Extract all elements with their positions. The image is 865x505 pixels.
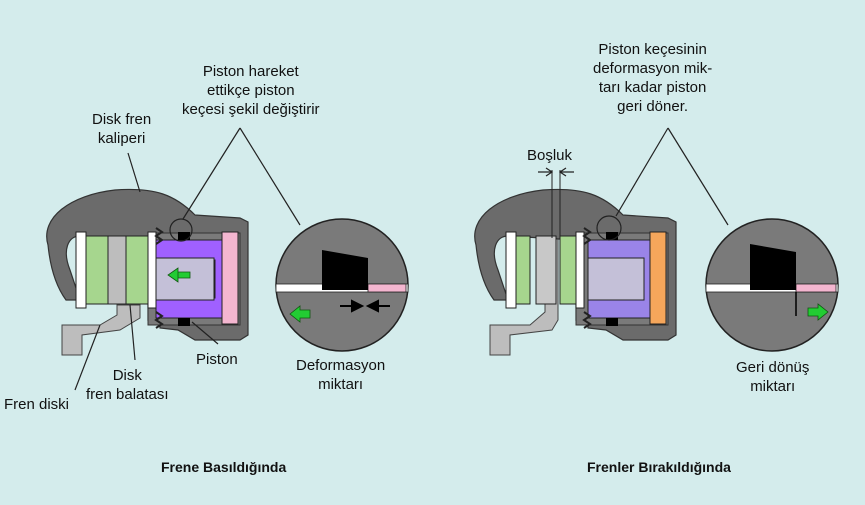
left-seal-pink [221, 231, 239, 325]
right-clearance-disc [535, 235, 557, 305]
caption-right: Frenler Bırakıldığında [587, 459, 731, 475]
left-brake-disc [61, 304, 141, 356]
right-zoom-seal [750, 244, 796, 290]
left-zoom-green-arrow [289, 305, 311, 323]
right-seal-bottom [606, 318, 618, 326]
caption-left: Frene Basıldığında [161, 459, 287, 475]
left-push-arrow [167, 267, 191, 283]
left-brake-disc-gap [107, 235, 127, 305]
right-inner-pad [559, 235, 577, 305]
right-inner-pad-backing [575, 231, 585, 309]
clearance-arrows [538, 167, 574, 177]
right-assembly [474, 127, 839, 356]
right-boot-top [582, 227, 592, 245]
right-outer-pad [515, 235, 531, 305]
left-piston-face [155, 257, 215, 301]
label-disc: Fren diski [4, 396, 70, 413]
right-seal-top [606, 232, 618, 240]
label-piston: Piston [196, 351, 238, 368]
right-seal-orange [649, 231, 667, 325]
left-seal-highlight [169, 218, 193, 242]
right-zoom-green-arrow [807, 303, 829, 321]
left-zoom-seal [322, 250, 368, 290]
left-outer-pad [85, 235, 109, 305]
left-boot-top [154, 227, 164, 245]
right-boot-bottom [582, 311, 592, 329]
left-outer-pad-backing [75, 231, 87, 309]
right-outer-pad-backing [505, 231, 517, 309]
left-deformation-arrows [340, 299, 390, 313]
left-seal-bottom [178, 318, 190, 326]
right-seal-highlight [596, 215, 622, 241]
left-boot-bottom [154, 311, 164, 329]
label-clearance: Boşluk [527, 147, 573, 164]
right-piston-face [587, 257, 645, 301]
left-inner-pad-backing [147, 231, 157, 309]
left-seal-top [178, 232, 190, 240]
left-inner-pad [125, 235, 149, 305]
left-assembly [46, 127, 409, 391]
